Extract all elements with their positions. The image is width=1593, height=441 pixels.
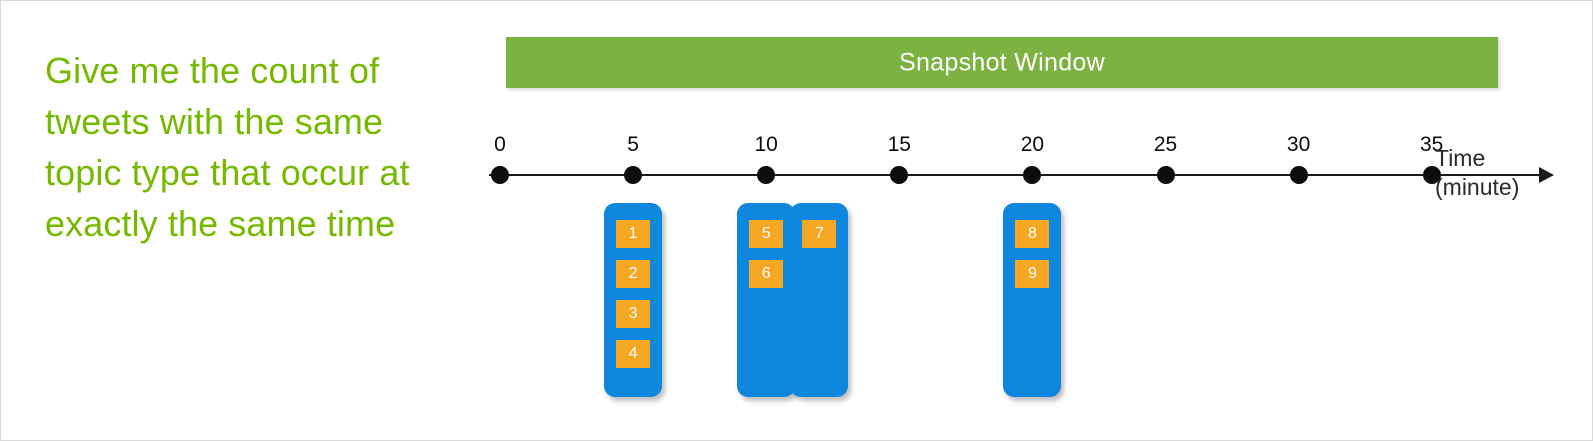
tweet-tile[interactable]: 8 [1015,220,1050,248]
tweet-tile[interactable]: 6 [749,260,784,288]
tweet-tile[interactable]: 4 [616,340,651,368]
axis-tick-label: 20 [1020,133,1045,156]
tweet-tile[interactable]: 7 [802,220,837,248]
tweet-group-box[interactable]: 7 [790,203,849,397]
axis-title-line1: Time [1435,145,1486,171]
axis-tick-dot [624,166,643,184]
prompt-question-text: Give me the count of tweets with the sam… [45,50,420,244]
snapshot-window-bar: Snapshot Window [506,37,1498,88]
axis-tick-label: 0 [494,133,506,156]
axis-tick-dot [491,166,509,184]
axis-tick-label: 30 [1286,133,1311,156]
axis-tick-dot [757,166,776,184]
tweet-tile[interactable]: 5 [749,220,784,248]
tweet-tile[interactable]: 2 [616,260,651,288]
axis-tick-label: 15 [887,133,911,156]
tweet-tile[interactable]: 9 [1015,260,1050,288]
axis-title: Time (minute) [1435,144,1555,202]
axis-title-line2: (minute) [1435,174,1520,200]
axis-tick-label: 10 [754,133,778,156]
axis-tick-label: 5 [627,133,639,156]
axis-tick-dot [890,166,909,184]
axis-tick-dot [1289,166,1308,184]
axis-tick-dot [1023,166,1042,184]
tweet-tile[interactable]: 1 [616,220,651,248]
axis-tick-dot [1156,166,1175,184]
axis-tick-label: 25 [1153,133,1178,156]
tweet-tile[interactable]: 3 [616,300,651,328]
tweet-group-box[interactable]: 1 2 3 4 [604,203,663,397]
snapshot-window-label: Snapshot Window [898,48,1105,76]
axis-line [489,174,1544,176]
